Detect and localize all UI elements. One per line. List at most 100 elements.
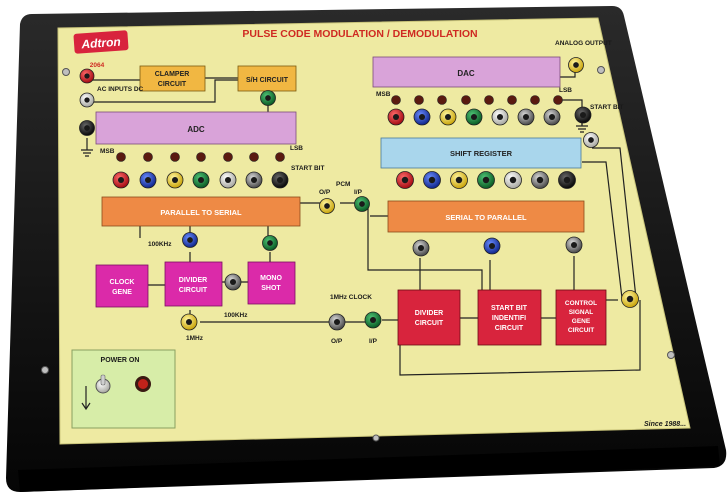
s2p-tap-socket-2[interactable] xyxy=(565,236,583,254)
s2p-tap-socket-0[interactable] xyxy=(412,239,430,257)
adc-start-bit-label: START BIT xyxy=(291,165,324,172)
shift-register-output-socket-5[interactable] xyxy=(531,171,549,189)
adc-bit-pin-0[interactable] xyxy=(116,152,126,162)
adc-bit-pin-4[interactable] xyxy=(223,152,233,162)
shift-register-side-socket[interactable] xyxy=(583,132,599,148)
adc-output-socket-6[interactable] xyxy=(271,171,289,189)
svg-text:CIRCUIT: CIRCUIT xyxy=(179,287,208,294)
mono-shot-input-socket[interactable] xyxy=(262,235,278,251)
svg-text:ADC: ADC xyxy=(187,125,205,134)
clock-1m-label: 1MHz CLOCK xyxy=(330,294,372,301)
panel-screws xyxy=(41,66,675,442)
adc-msb-label: MSB xyxy=(100,148,115,155)
svg-text:CIRCUIT: CIRCUIT xyxy=(568,327,594,334)
start-bit-identifier-block: START BIT INDENTIFI CIRCUIT xyxy=(477,289,542,346)
input-ac-socket[interactable] xyxy=(79,68,95,84)
shift-register-output-socket-2[interactable] xyxy=(450,171,468,189)
adc-bit-pin-2[interactable] xyxy=(170,152,180,162)
sh-output-socket[interactable] xyxy=(260,90,276,106)
freq-100k-label-top: 100KHz xyxy=(148,241,172,248)
dac-input-socket-4[interactable] xyxy=(491,108,509,126)
dac-bit-pin-1[interactable] xyxy=(414,95,424,105)
s2p-tap-socket-1[interactable] xyxy=(483,237,501,255)
shift-register-output-socket-1[interactable] xyxy=(423,171,441,189)
svg-text:SHOT: SHOT xyxy=(261,285,281,292)
dac-bit-pin-0[interactable] xyxy=(391,95,401,105)
shift-register-output-socket-3[interactable] xyxy=(477,171,495,189)
svg-text:CLAMPER: CLAMPER xyxy=(155,71,190,78)
panel-title: PULSE CODE MODULATION / DEMODULATION xyxy=(242,28,477,40)
pcm-ip-label: I/P xyxy=(354,189,363,196)
dac-input-socket-2[interactable] xyxy=(439,108,457,126)
parallel-to-serial-block: PARALLEL TO SERIAL xyxy=(101,196,301,227)
ground-socket-left[interactable] xyxy=(79,120,95,136)
input-dc-socket[interactable] xyxy=(79,92,95,108)
svg-text:CLOCK: CLOCK xyxy=(110,279,135,286)
dac-lsb-label: LSB xyxy=(559,87,572,94)
shift-register-block: SHIFT REGISTER xyxy=(380,137,582,169)
analog-output-socket[interactable] xyxy=(568,57,584,73)
svg-text:CIRCUIT: CIRCUIT xyxy=(158,81,187,88)
dac-bit-pin-5[interactable] xyxy=(507,95,517,105)
dac-input-socket-5[interactable] xyxy=(517,108,535,126)
divider-circuit-left-block: DIVIDER CIRCUIT xyxy=(164,261,223,307)
power-on-panel: POWER ON xyxy=(71,349,176,429)
brand-logo: Adtron xyxy=(73,30,129,54)
adc-bit-pin-6[interactable] xyxy=(275,152,285,162)
clock-100k-socket[interactable] xyxy=(182,232,198,248)
adc-output-socket-2[interactable] xyxy=(166,171,184,189)
svg-text:PARALLEL TO SERIAL: PARALLEL TO SERIAL xyxy=(160,208,242,217)
svg-text:CONTROL: CONTROL xyxy=(565,300,597,307)
dac-bit-pin-3[interactable] xyxy=(461,95,471,105)
adc-output-socket-4[interactable] xyxy=(219,171,237,189)
clock-gene-block: CLOCK GENE xyxy=(95,264,149,308)
power-toggle-switch[interactable] xyxy=(95,374,111,394)
dac-input-socket-6[interactable] xyxy=(543,108,561,126)
power-on-label: POWER ON xyxy=(101,357,140,364)
control-signal-gene-block: CONTROL SIGNAL GENE CIRCUIT xyxy=(555,289,607,346)
svg-text:S/H CIRCUIT: S/H CIRCUIT xyxy=(246,77,289,84)
svg-text:GENE: GENE xyxy=(112,289,132,296)
brand-name: Adtron xyxy=(80,35,121,52)
svg-text:SERIAL TO PARALLEL: SERIAL TO PARALLEL xyxy=(445,213,527,222)
dac-bit-pin-2[interactable] xyxy=(437,95,447,105)
dac-input-socket-1[interactable] xyxy=(413,108,431,126)
ground-symbols xyxy=(81,123,588,157)
adc-bit-pin-3[interactable] xyxy=(196,152,206,162)
clock-1m-output-socket[interactable] xyxy=(180,313,198,331)
dac-bit-pin-4[interactable] xyxy=(484,95,494,105)
dac-input-socket-3[interactable] xyxy=(465,108,483,126)
clock-1m-op-socket[interactable] xyxy=(328,313,346,331)
pcm-output-socket[interactable] xyxy=(319,198,335,214)
adc-bit-pin-5[interactable] xyxy=(249,152,259,162)
freq-100k-label-bottom: 100KHz xyxy=(224,312,248,319)
dac-input-socket-0[interactable] xyxy=(387,108,405,126)
dac-start-bit-socket[interactable] xyxy=(574,106,592,124)
shift-register-output-socket-4[interactable] xyxy=(504,171,522,189)
since-1988-label: Since 1988... xyxy=(644,421,686,428)
svg-text:CIRCUIT: CIRCUIT xyxy=(415,320,444,327)
dac-bit-pin-6[interactable] xyxy=(530,95,540,105)
svg-text:SIGNAL: SIGNAL xyxy=(569,309,594,316)
mono-shot-output-socket[interactable] xyxy=(224,273,242,291)
control-signal-socket[interactable] xyxy=(621,290,639,308)
pcm-op-label: O/P xyxy=(319,189,331,196)
svg-text:DIVIDER: DIVIDER xyxy=(415,310,443,317)
pcm-input-socket[interactable] xyxy=(354,196,370,212)
svg-text:SHIFT REGISTER: SHIFT REGISTER xyxy=(450,149,513,158)
adc-output-socket-5[interactable] xyxy=(245,171,263,189)
adc-bit-pin-1[interactable] xyxy=(143,152,153,162)
analog-output-label: ANALOG OUTPUT xyxy=(555,40,612,47)
svg-text:START BIT: START BIT xyxy=(491,305,528,312)
adc-block: ADC xyxy=(95,111,297,145)
dac-bit-pin-7[interactable] xyxy=(553,95,563,105)
adc-output-socket-3[interactable] xyxy=(192,171,210,189)
shift-register-output-socket-6[interactable] xyxy=(558,171,576,189)
adc-output-socket-0[interactable] xyxy=(112,171,130,189)
shift-register-output-socket-0[interactable] xyxy=(396,171,414,189)
svg-text:DAC: DAC xyxy=(457,69,475,78)
freq-1m-label: 1MHz xyxy=(186,335,204,342)
adc-output-socket-1[interactable] xyxy=(139,171,157,189)
clock-1m-ip-socket[interactable] xyxy=(364,311,382,329)
